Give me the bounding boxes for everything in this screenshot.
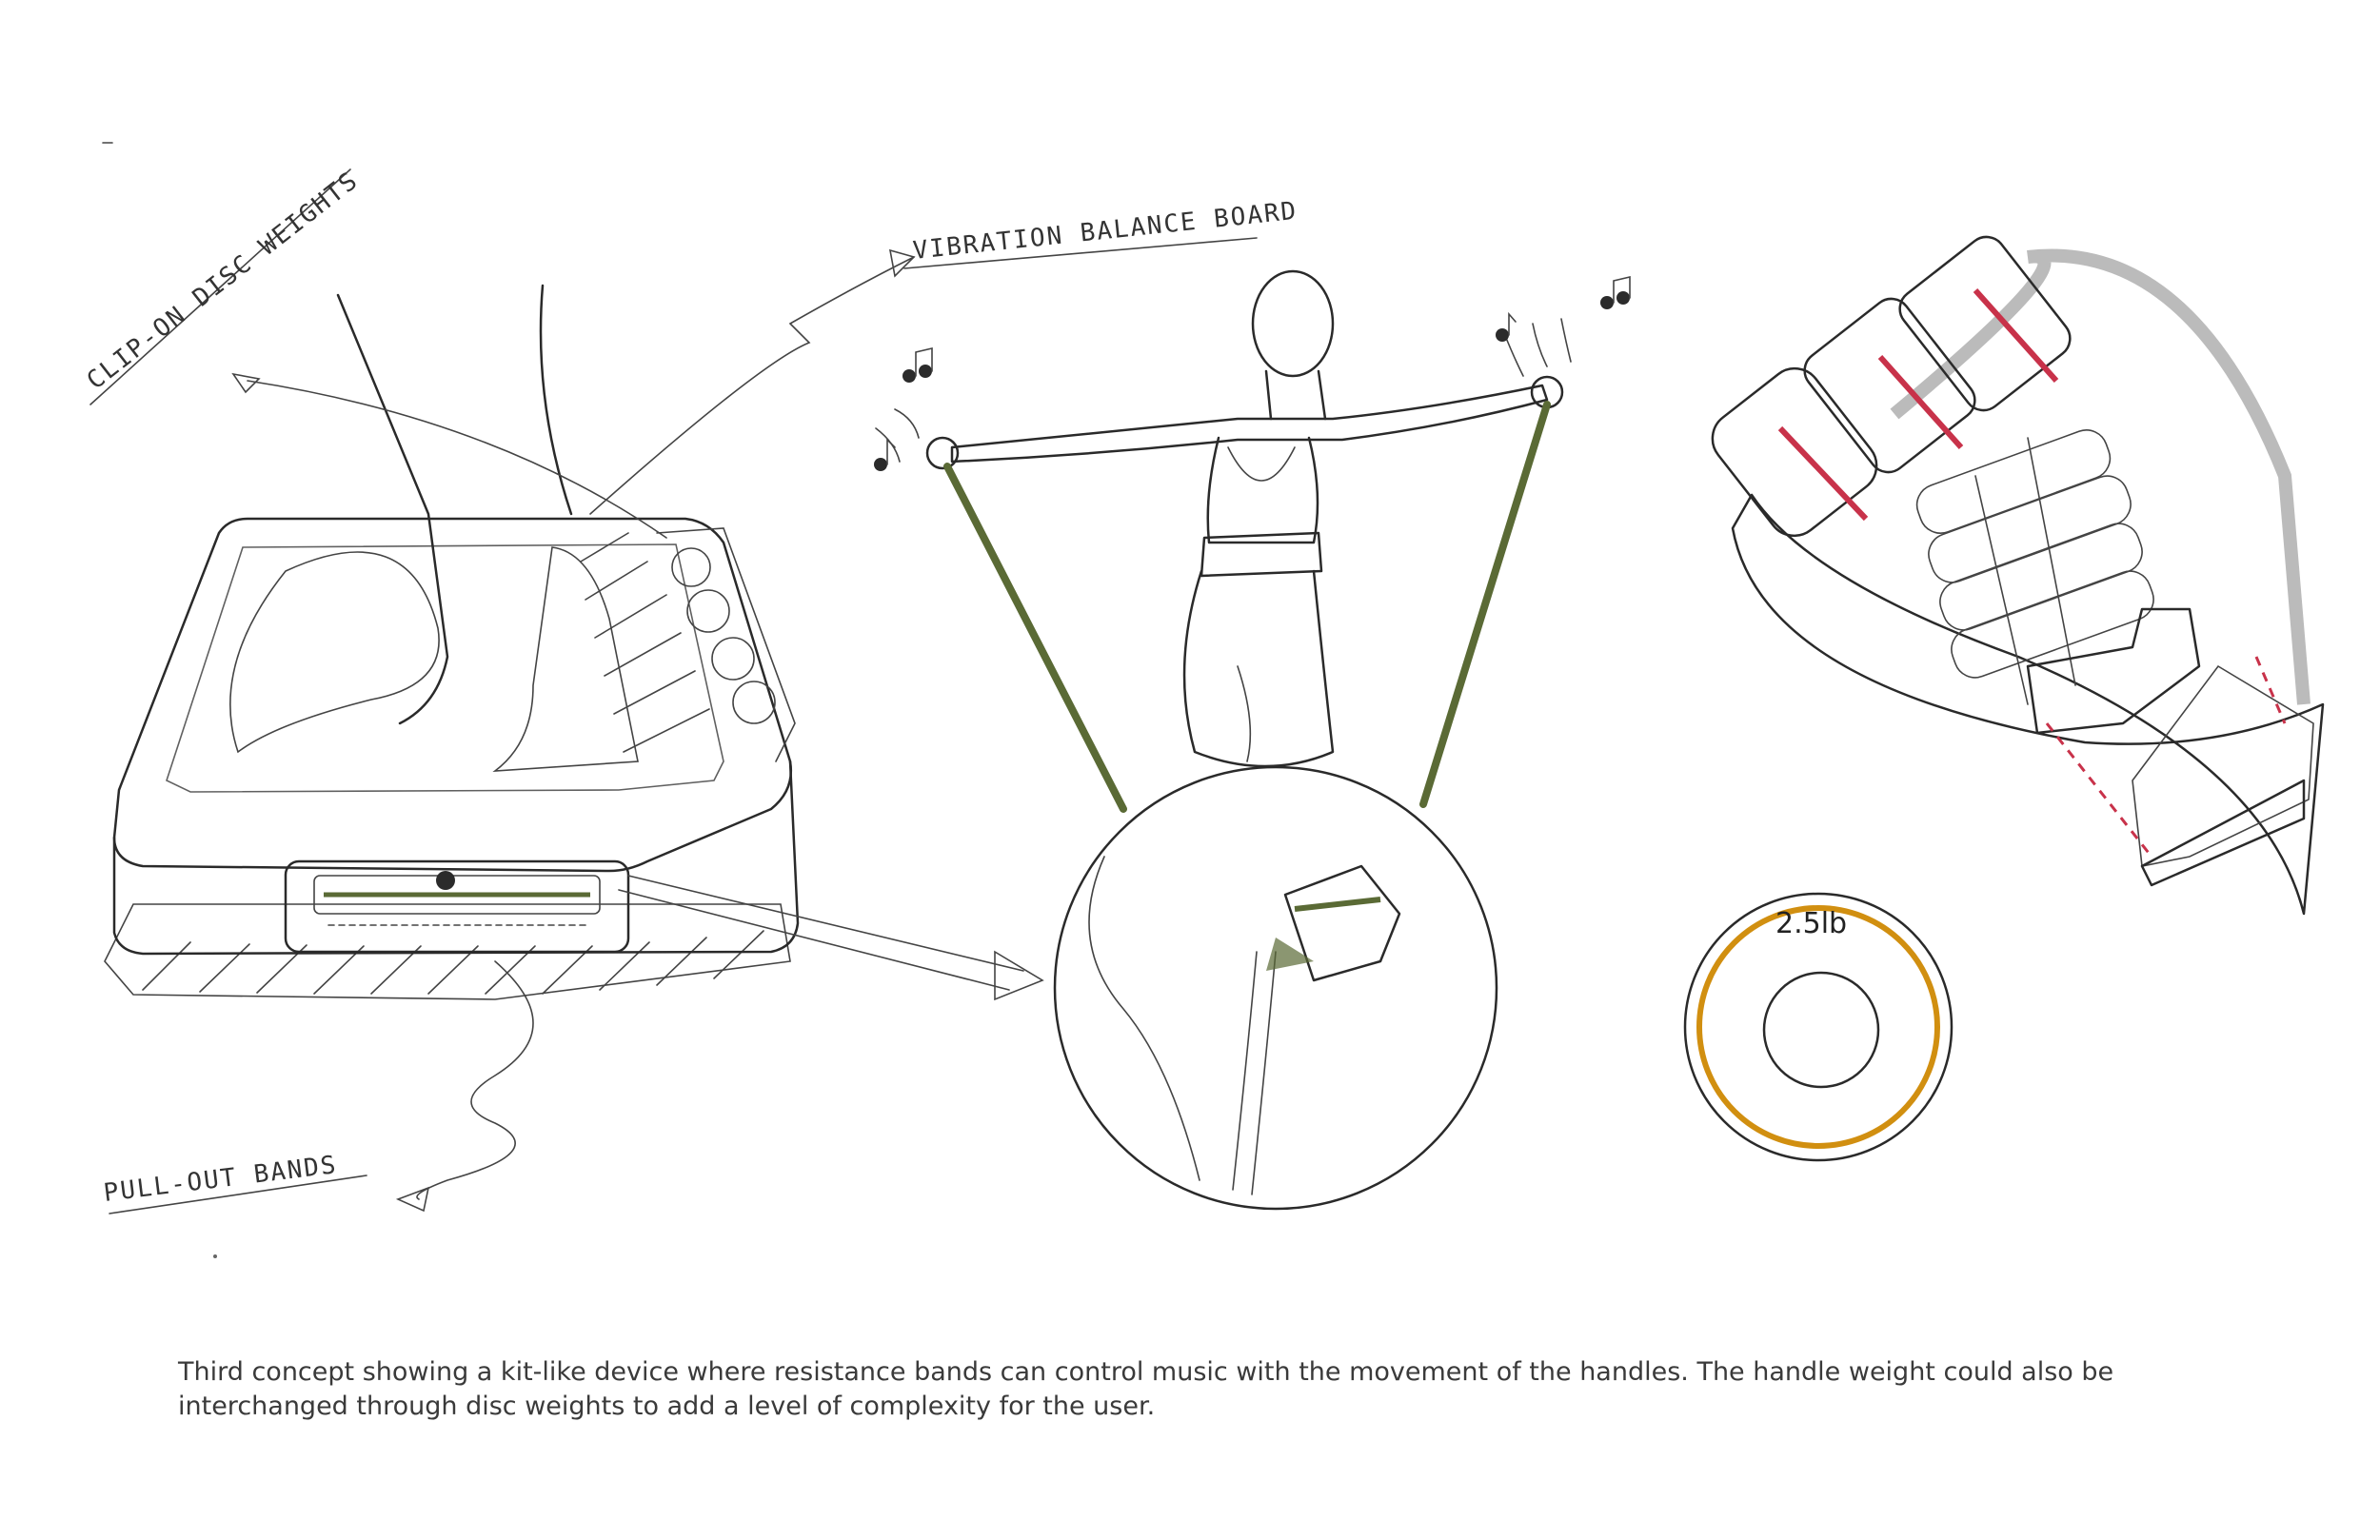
leader-arrows: [231, 248, 1044, 1213]
disc-weight-illustration: 2.5lb: [1683, 892, 1954, 1162]
concept-caption: Third concept showing a kit-like device …: [178, 1355, 2225, 1424]
weighted-handle-illustration: [1711, 235, 2325, 916]
caption-line-1: Third concept showing a kit-like device …: [178, 1357, 2114, 1387]
clip-on-disc-stack: [656, 527, 796, 762]
handle-grip: [1711, 235, 2072, 538]
label-pull-out-bands: PULL-OUT BANDS: [102, 1151, 339, 1208]
stacked-disc-weights: [1915, 429, 2154, 705]
balance-board-illustration: [104, 284, 800, 1000]
disc-weight-label: 2.5lb: [1775, 907, 1847, 940]
label-vibration-balance-board: VIBRATION BALANCE BOARD: [912, 197, 1299, 266]
board-shadow-hatching: [142, 930, 764, 995]
label-clip-on-disc-weights: CLIP-ON DISC WEIGHTS: [82, 166, 365, 395]
figure-with-bands-illustration: [874, 269, 1631, 1211]
music-note-icons: [874, 275, 1631, 471]
caption-line-2: interchanged through disc weights to add…: [178, 1392, 1156, 1421]
